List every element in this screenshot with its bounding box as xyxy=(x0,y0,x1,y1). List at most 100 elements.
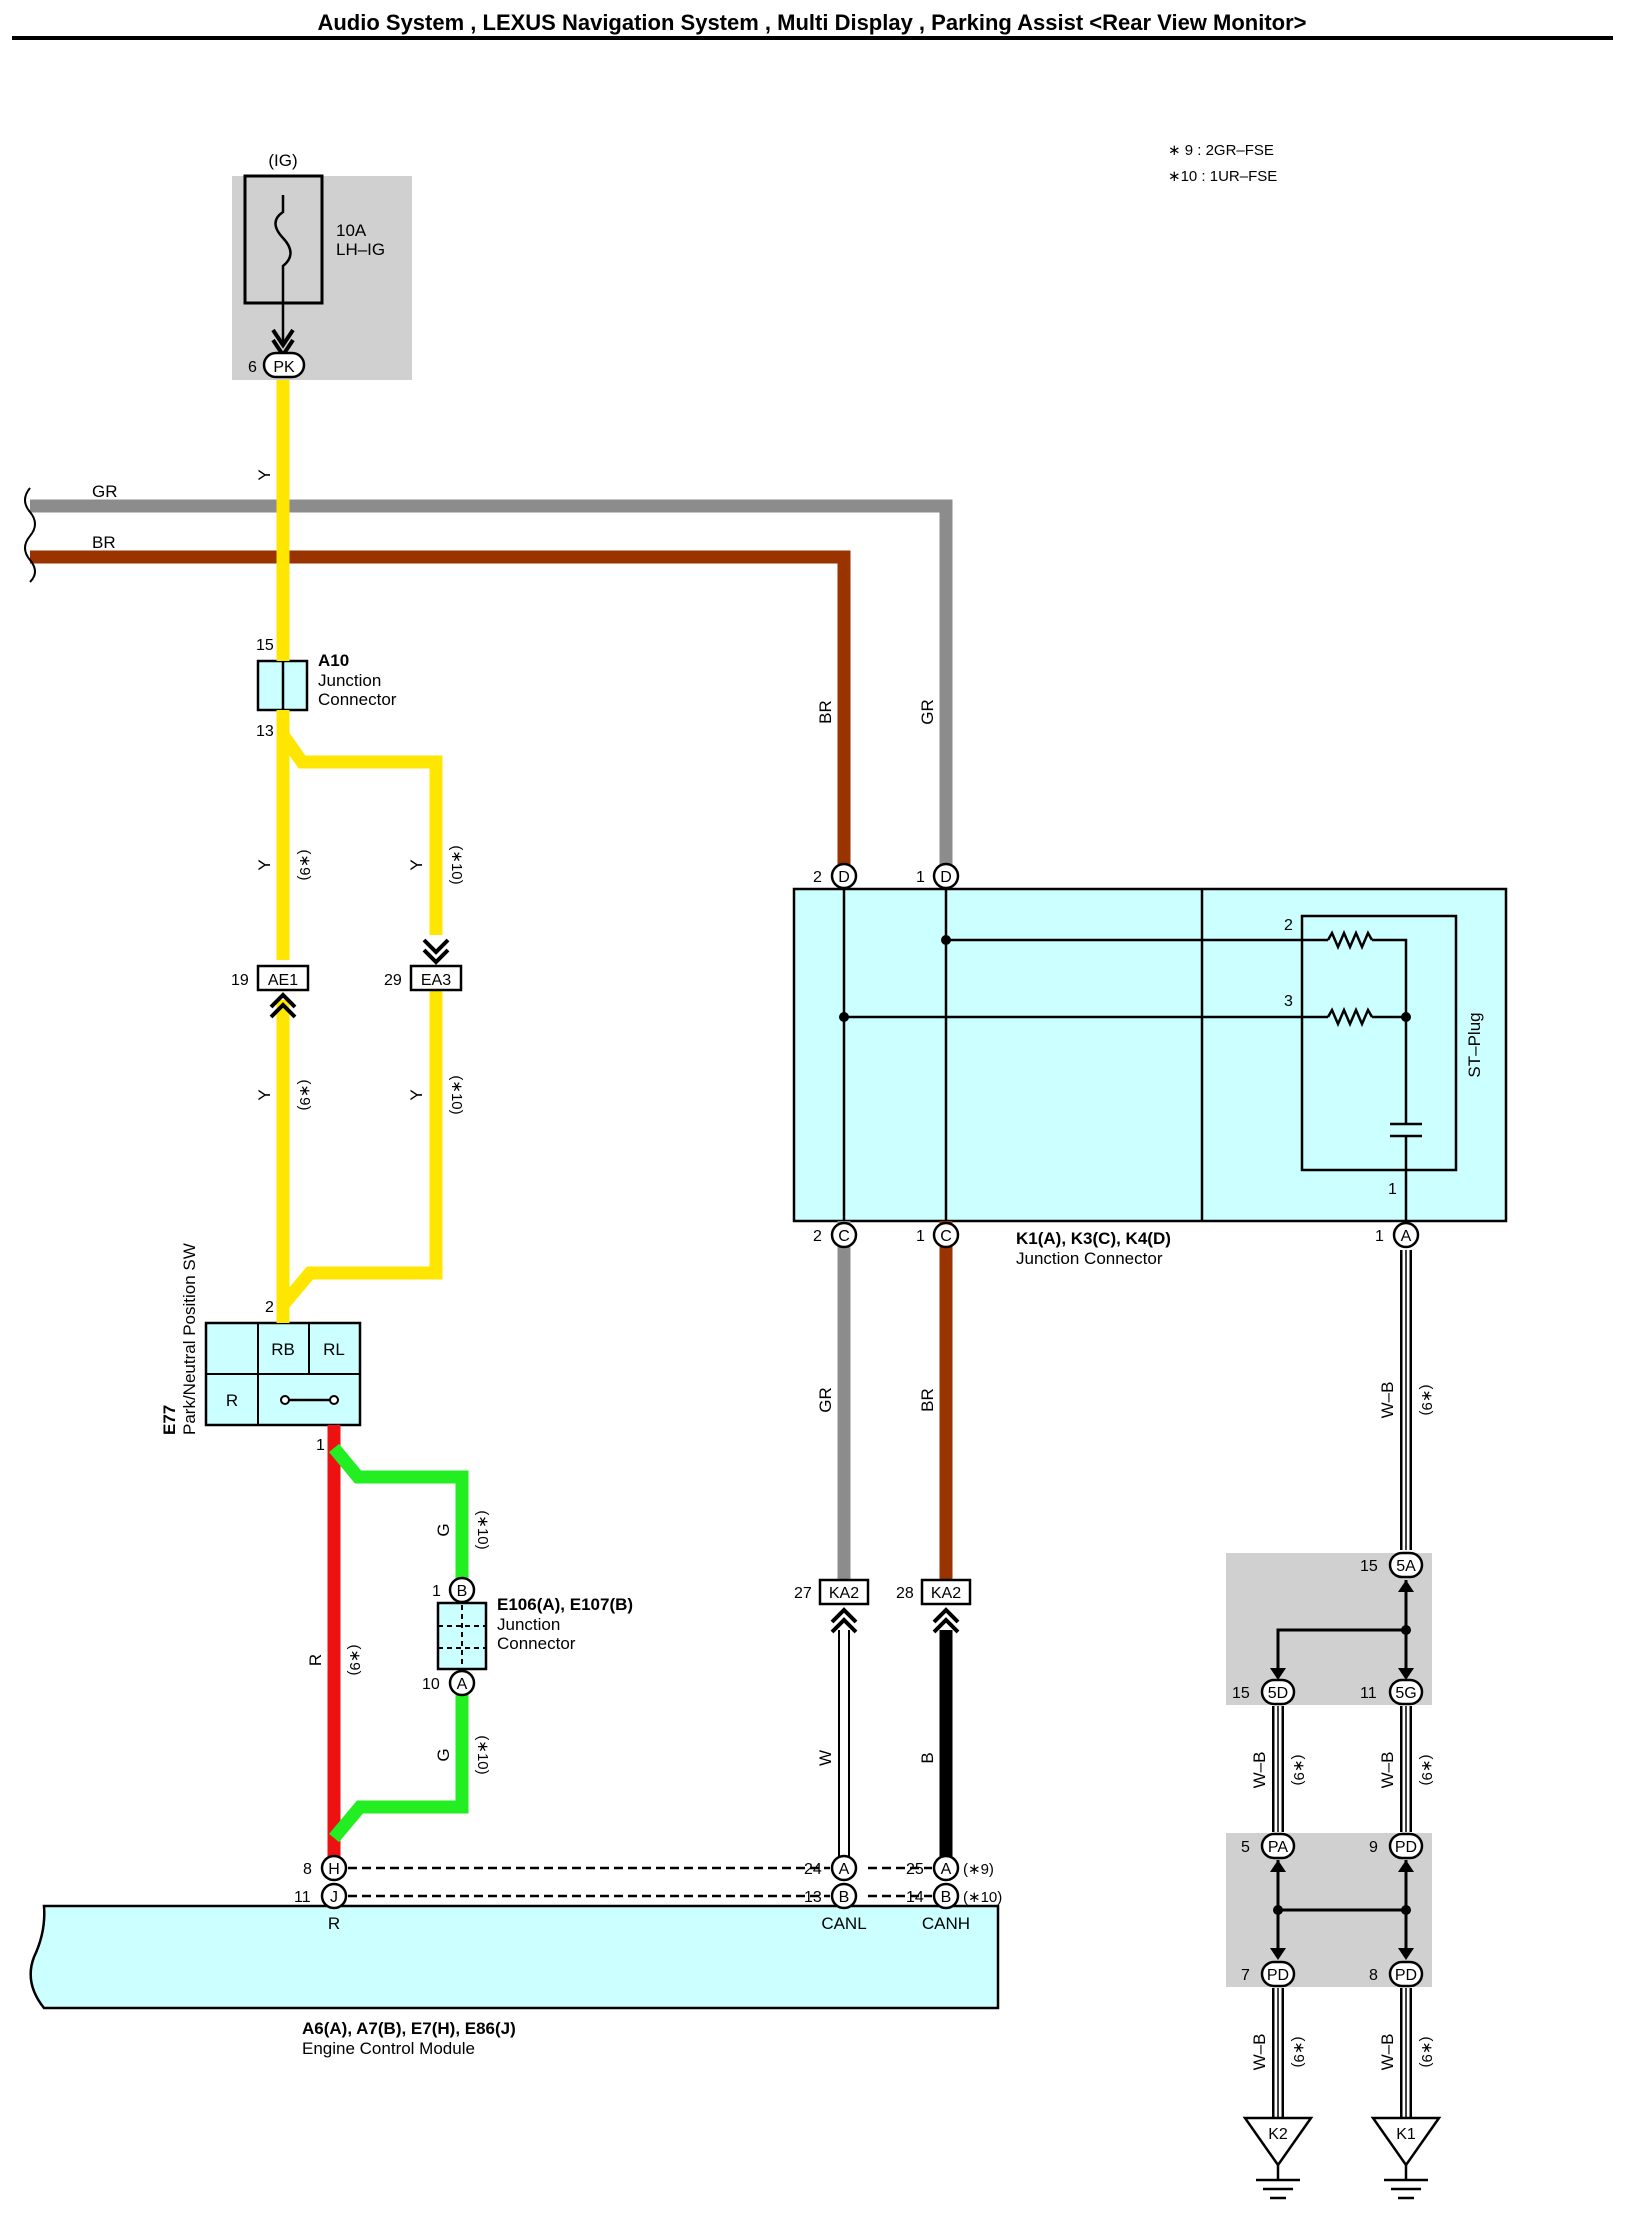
wire-label-y: Y xyxy=(255,469,274,480)
ground-icon xyxy=(1242,2116,1314,2168)
k1-name: Junction Connector xyxy=(1016,1249,1163,1268)
fuse-rating: 10A xyxy=(336,221,367,240)
wire-label-wb: W–B xyxy=(1250,2034,1269,2071)
chevron-up-icon xyxy=(830,1607,858,1634)
k1-pin-d1-num: 1 xyxy=(916,869,925,886)
wire-label-br: BR xyxy=(816,700,835,724)
conn-5g-pin: 11 xyxy=(1360,1685,1377,1702)
ecm-terminal-canl: CANL xyxy=(821,1914,866,1933)
st-plug-box xyxy=(1300,914,1458,1172)
note-label-9: (∗9) xyxy=(1290,1755,1307,1786)
page-title: Audio System , LEXUS Navigation System ,… xyxy=(317,10,1306,35)
note-label-10: (∗10) xyxy=(963,1889,1002,1906)
ecm-pin-a25-num: 25 xyxy=(906,1861,924,1878)
ecm-pin-h-num: 8 xyxy=(303,1861,312,1878)
conn-pd-right-pin: 8 xyxy=(1369,1967,1378,1984)
st-plug-cap1: 1 xyxy=(1388,1181,1397,1198)
ae1-pin: 19 xyxy=(231,972,249,989)
note-label-9: (∗9) xyxy=(346,1645,363,1676)
e106-line2: Connector xyxy=(497,1634,576,1653)
legend-note-10: ∗10 : 1UR–FSE xyxy=(1168,168,1277,185)
wire-label-y: Y xyxy=(255,1089,274,1100)
legend-note-9: ∗ 9 : 2GR–FSE xyxy=(1168,142,1274,159)
ecm-pin-j-letter: J xyxy=(330,1889,338,1906)
e106-pin-b xyxy=(448,1576,476,1604)
chevron-down-icon xyxy=(422,938,450,965)
ecm-pin-b14-letter: B xyxy=(941,1889,952,1906)
conn-pa-pin: 5 xyxy=(1241,1839,1250,1856)
ka2-pin-27: 27 xyxy=(794,1585,812,1602)
splice-point xyxy=(1273,1905,1283,1915)
k1-pin-c2-letter: C xyxy=(838,1228,850,1245)
pk-connector-oval xyxy=(262,351,306,379)
st-plug-label: ST–Plug xyxy=(1465,1012,1484,1077)
conn-pd-left: PD xyxy=(1267,1967,1289,1984)
wb-wires xyxy=(1272,1250,1412,2118)
wire-label-wb: W–B xyxy=(1378,2034,1397,2071)
conn-pa: PA xyxy=(1268,1839,1288,1856)
ae1-code: AE1 xyxy=(268,972,298,989)
ecm-pin-a24 xyxy=(830,1854,858,1882)
wire-label-y: Y xyxy=(407,1089,426,1100)
note-label-10: (∗10) xyxy=(448,1075,465,1114)
fuse-icon xyxy=(274,195,292,300)
splice-point xyxy=(1401,1625,1411,1635)
k1-junction-connector-box xyxy=(792,887,1508,1223)
wire-label-g: G xyxy=(434,1748,453,1761)
pk-connector-label: PK xyxy=(273,359,295,376)
splice-point xyxy=(1401,1012,1411,1022)
ae1-connector-box xyxy=(256,964,310,992)
ecm-pin-b13-letter: B xyxy=(839,1889,850,1906)
ground-k1-label: K1 xyxy=(1396,2126,1416,2143)
ecm-pin-h-letter: H xyxy=(328,1861,340,1878)
k1-pin-d1-letter: D xyxy=(940,869,952,886)
ecm-pin-b14 xyxy=(932,1882,960,1910)
note-label-10: (∗10) xyxy=(474,1735,491,1774)
ka2-code-28: KA2 xyxy=(931,1585,961,1602)
k1-pin-d2-letter: D xyxy=(838,869,850,886)
e106-pin-b-num: 1 xyxy=(432,1583,441,1600)
bus-label-gr: GR xyxy=(92,482,118,501)
ecm-pin-b13 xyxy=(830,1882,858,1910)
e77-switch-node-1 xyxy=(280,1395,290,1405)
st-plug-res3: 3 xyxy=(1284,993,1293,1010)
e106-pin-a xyxy=(448,1669,476,1697)
y-wire-lower-10 xyxy=(278,990,443,1310)
e77-cell-rb: RB xyxy=(271,1340,295,1359)
conn-pd-top: PD xyxy=(1395,1839,1417,1856)
gr-bus-wire xyxy=(30,499,953,874)
note-label-9: (∗9) xyxy=(1418,1385,1435,1416)
e106-pin-a-letter: A xyxy=(457,1676,468,1693)
note-label-9: (∗9) xyxy=(1418,1755,1435,1786)
k1-internal-wiring xyxy=(842,889,1422,1221)
junction-block-connectors xyxy=(1260,1551,1424,1988)
note-label-9: (∗9) xyxy=(1290,2037,1307,2068)
e106-pin-a-num: 10 xyxy=(422,1676,440,1693)
wire-label-y: Y xyxy=(255,859,274,870)
k1-pin-d1 xyxy=(932,862,960,890)
splice-point xyxy=(839,1012,849,1022)
wire-break-mark xyxy=(24,487,36,583)
k1-pin-c2-num: 2 xyxy=(813,1228,822,1245)
fuse-pin-number: 6 xyxy=(248,359,257,376)
k1-pin-a1-num: 1 xyxy=(1375,1228,1384,1245)
wire-label-br: BR xyxy=(918,1388,937,1412)
k1-pin-c2 xyxy=(830,1221,858,1249)
e106-pin-b-letter: B xyxy=(457,1583,468,1600)
bus-label-br: BR xyxy=(92,533,116,552)
ea3-connector-box xyxy=(409,964,463,992)
ecm-pin-a25 xyxy=(932,1854,960,1882)
note-label-9: (∗9) xyxy=(296,850,313,881)
ecm-box xyxy=(29,1904,1000,2010)
wire-label-r: R xyxy=(306,1654,325,1666)
st-plug-res2: 2 xyxy=(1284,917,1293,934)
ecm-pin-j xyxy=(320,1882,348,1910)
wire-label-b: B xyxy=(918,1752,937,1763)
splice-point xyxy=(1401,1905,1411,1915)
ground-icon xyxy=(1370,2116,1442,2168)
g-wire-upper xyxy=(328,1443,469,1589)
e77-id: E77 xyxy=(160,1405,179,1435)
k1-pin-c1-letter: C xyxy=(940,1228,952,1245)
chevron-up-icon xyxy=(269,992,297,1019)
